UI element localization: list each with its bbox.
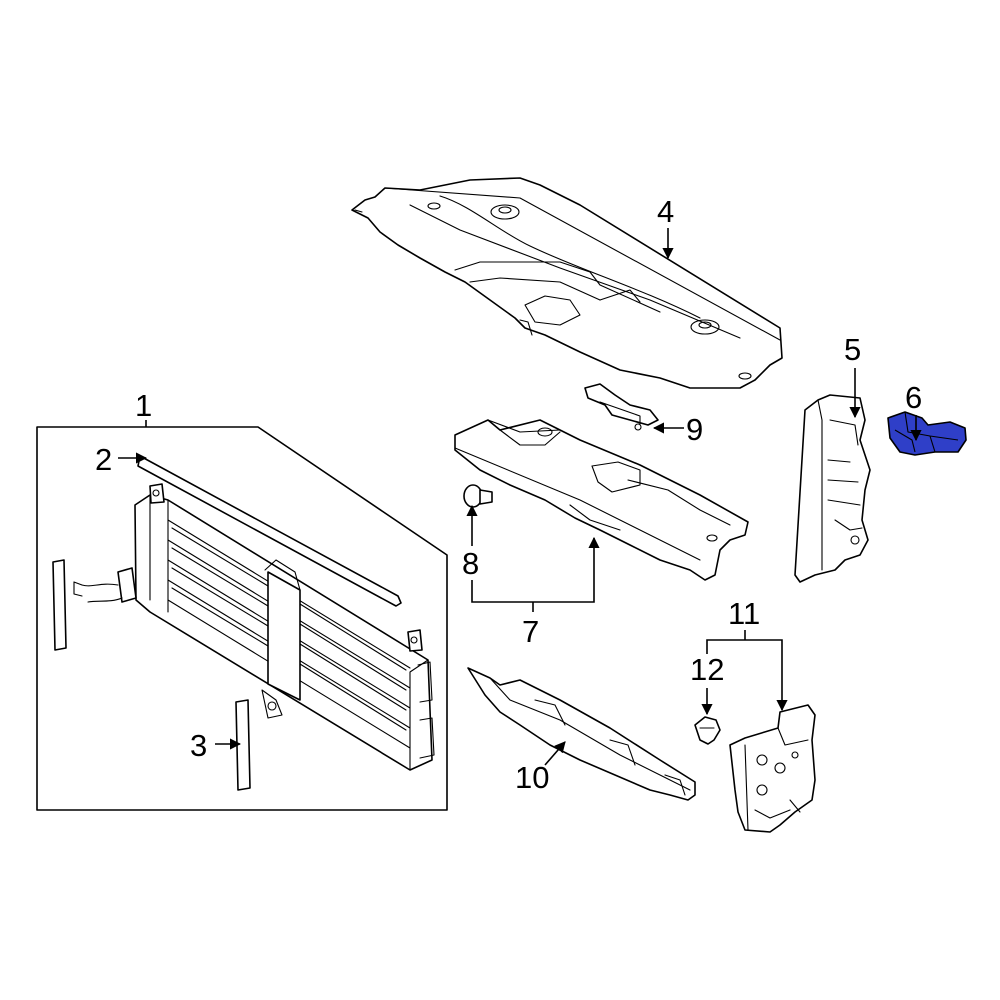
callout-5: 5 [844, 332, 861, 367]
callout-6: 6 [905, 380, 922, 415]
part-8-push-pin [463, 484, 493, 508]
part-2-seal-strip [137, 455, 402, 607]
part-4-upper-shield [351, 177, 783, 389]
shutter-frame [73, 483, 435, 771]
part-1-shutter-assembly [36, 426, 448, 811]
callout-1: 1 [135, 388, 152, 423]
callout-3: 3 [190, 728, 207, 763]
part-5-air-guide [794, 394, 871, 583]
part-12-clip [694, 716, 721, 745]
callout-12: 12 [690, 652, 724, 687]
part-11-side-bracket [729, 704, 816, 833]
callout-11: 11 [728, 596, 760, 631]
part-3-seal-strip [235, 699, 251, 791]
callout-10: 10 [515, 760, 549, 795]
callout-8: 8 [462, 546, 479, 581]
callout-2: 2 [95, 442, 112, 477]
part-6-highlighted-bracket [887, 411, 967, 456]
side-seal-left [52, 559, 67, 651]
part-9-bracket [584, 383, 659, 431]
callout-numbers: 1 2 3 4 5 6 7 8 9 10 11 12 [95, 194, 922, 795]
part-10-lower-deflector [467, 667, 696, 801]
leader-lines [118, 228, 922, 766]
part-7-deflector [454, 419, 749, 581]
callout-4: 4 [657, 194, 674, 229]
callout-9: 9 [686, 412, 703, 447]
callout-7: 7 [522, 614, 539, 649]
